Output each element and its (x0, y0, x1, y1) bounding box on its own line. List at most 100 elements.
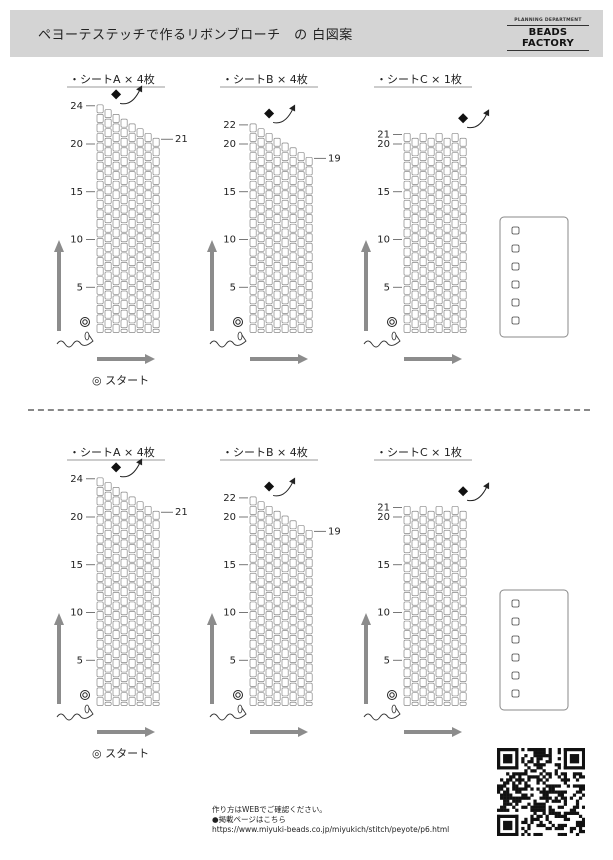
footer-url-link[interactable]: https://www.miyuki-beads.co.jp/miyukich/… (212, 825, 450, 834)
qr-module (560, 793, 564, 797)
qr-module (518, 796, 522, 800)
bead (120, 271, 128, 281)
bead (443, 233, 451, 243)
bead (281, 534, 289, 544)
qr-module (503, 784, 507, 788)
bead (459, 549, 467, 558)
qr-module (539, 763, 543, 767)
bead (112, 525, 120, 534)
bead (265, 247, 273, 257)
bead (435, 133, 443, 142)
bead (152, 195, 160, 204)
pattern-section-2: ・シートA × 4枚・シートB × 4枚・シートC × 1枚 (54, 445, 569, 737)
qr-module (539, 814, 543, 818)
right-row-label: 19 (328, 526, 341, 537)
bead (459, 673, 467, 682)
bead (249, 582, 257, 592)
bead (419, 697, 427, 706)
bead (281, 563, 289, 573)
bead (273, 166, 281, 176)
bead (136, 147, 144, 157)
bead (120, 520, 128, 530)
bead (104, 549, 112, 558)
right-arrow-head-icon (298, 727, 308, 737)
bead (403, 199, 411, 209)
top-row-label: 24 (70, 101, 83, 112)
qr-module (518, 787, 522, 791)
bead (257, 309, 265, 319)
sheet-a-1: ・シートA × 4枚 (54, 72, 173, 364)
qr-module (533, 769, 537, 773)
top-row-label: 21 (377, 129, 390, 140)
bead (152, 568, 160, 577)
bead (419, 620, 427, 630)
qr-module (554, 784, 558, 788)
bead (297, 295, 305, 305)
bead (305, 654, 313, 663)
qr-module (503, 796, 507, 800)
qr-module (512, 805, 516, 809)
qr-module (557, 757, 561, 761)
qr-module (560, 832, 564, 836)
qr-module (572, 805, 577, 809)
bead (459, 204, 467, 214)
bead (96, 687, 104, 697)
bead (443, 539, 451, 549)
qr-module (524, 781, 528, 785)
bead (249, 133, 257, 142)
bead (451, 180, 459, 190)
bead (289, 328, 297, 333)
bead (96, 677, 104, 687)
qr-module (572, 772, 577, 776)
qr-module (572, 808, 577, 812)
qr-module (542, 811, 546, 815)
qr-module (527, 778, 531, 782)
bead (96, 238, 104, 247)
thread-squiggle-icon (56, 704, 94, 721)
qr-module (542, 796, 546, 800)
bead (128, 620, 136, 630)
qr-module (575, 811, 580, 815)
bead (411, 663, 419, 673)
qr-module (539, 757, 543, 761)
bead (403, 152, 411, 161)
bead (411, 673, 419, 682)
bead (411, 176, 419, 185)
bead (152, 176, 160, 185)
qr-module (548, 775, 552, 779)
qr-code-icon[interactable] (497, 748, 585, 836)
qr-module (536, 832, 540, 836)
bead (273, 176, 281, 185)
bead (128, 199, 136, 209)
bead (152, 185, 160, 195)
bead (265, 228, 273, 238)
qr-module (548, 805, 552, 809)
bead (257, 281, 265, 290)
bead (435, 285, 443, 295)
bead (435, 534, 443, 544)
qr-module (542, 790, 546, 794)
bead (419, 592, 427, 601)
qr-module (536, 754, 540, 758)
qr-module (554, 763, 558, 767)
bead (419, 238, 427, 247)
bead (451, 620, 459, 630)
bead (112, 257, 120, 267)
qr-module (530, 805, 534, 809)
bead (104, 281, 112, 290)
bead (128, 601, 136, 611)
diamond-marker-icon (111, 462, 122, 473)
bead (305, 223, 313, 233)
sheet-label: ・シートA × 4枚 (69, 72, 155, 86)
bead (427, 166, 435, 176)
bead (419, 506, 427, 515)
row-number-label: 5 (230, 282, 236, 293)
bead (403, 649, 411, 659)
bead (104, 328, 112, 333)
bead (96, 285, 104, 295)
bead (136, 185, 144, 195)
bead (96, 161, 104, 171)
sheet-b-2: ・シートB × 4枚 (207, 445, 326, 737)
bead (411, 615, 419, 625)
bead (427, 195, 435, 204)
